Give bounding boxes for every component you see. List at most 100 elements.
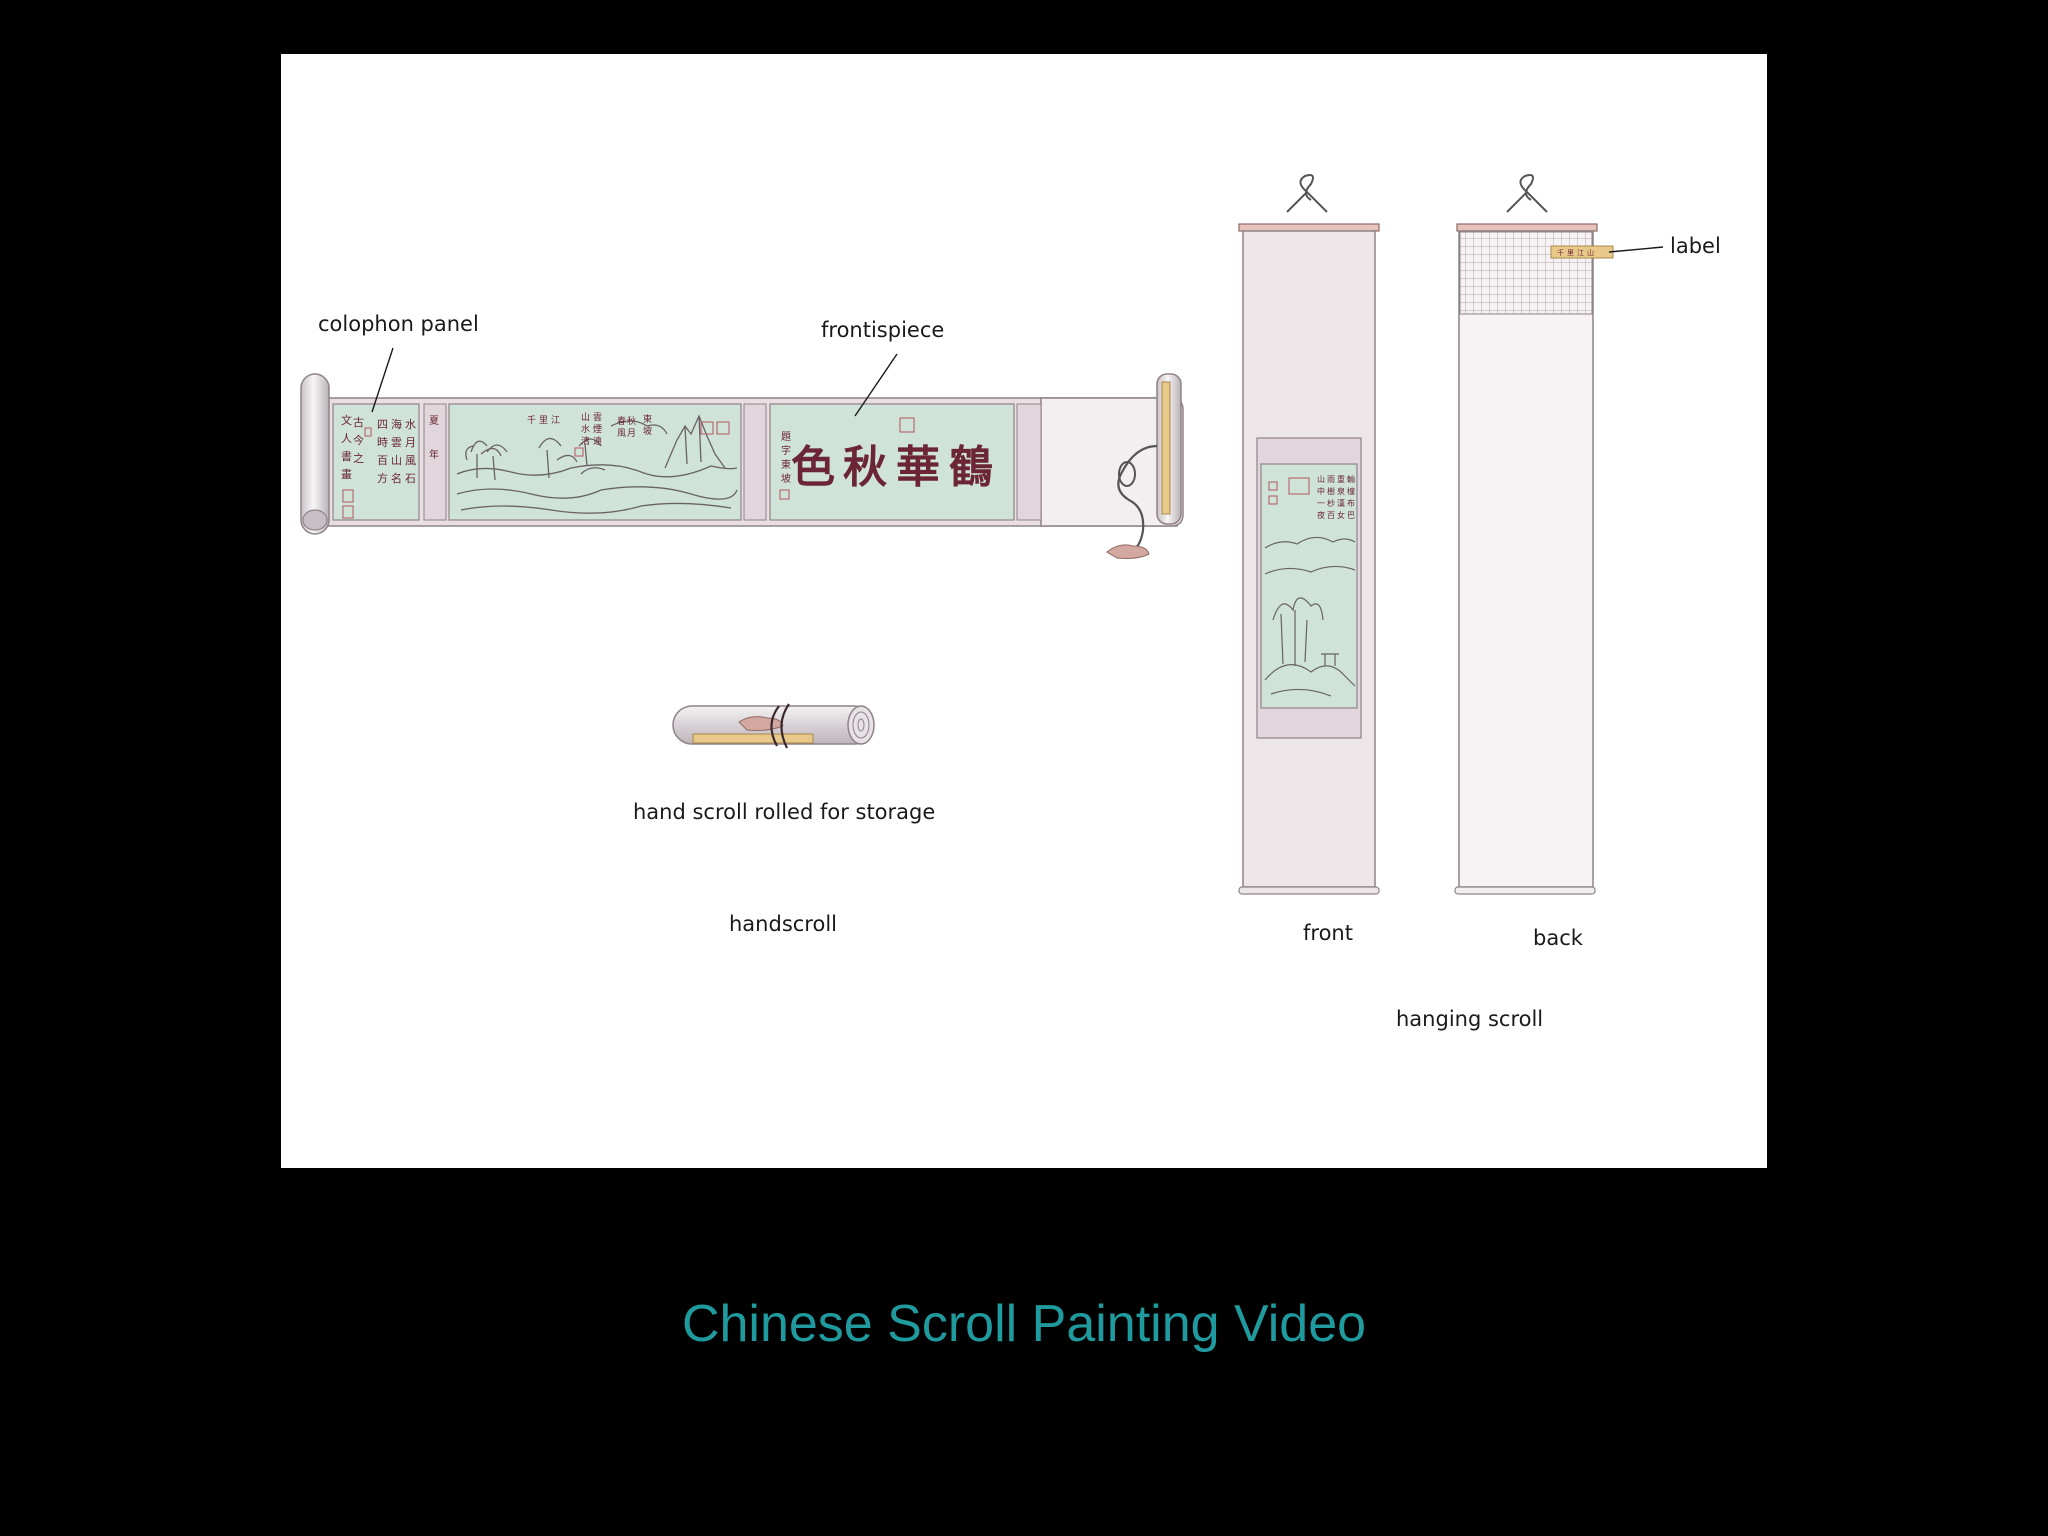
back-mount [1458, 230, 1594, 888]
frontispiece-panel [769, 403, 1015, 521]
svg-text:樹: 樹 [1327, 486, 1335, 496]
front-label: front [1303, 921, 1353, 945]
svg-text:東: 東 [781, 458, 791, 471]
svg-text:字: 字 [781, 444, 791, 457]
svg-text:女: 女 [1337, 510, 1345, 520]
svg-text:題: 題 [781, 431, 791, 443]
svg-text:坡: 坡 [643, 425, 652, 437]
svg-text:時: 時 [377, 436, 388, 449]
handscroll-landscape [456, 414, 738, 514]
handscroll-painting-panel [448, 403, 742, 521]
svg-text:名: 名 [391, 471, 402, 485]
svg-text:漢: 漢 [1337, 498, 1345, 508]
svg-text:方: 方 [377, 471, 388, 485]
svg-text:山: 山 [391, 454, 402, 467]
svg-text:文: 文 [341, 413, 352, 427]
colophon-panel-label: colophon panel [318, 312, 479, 336]
svg-text:石: 石 [405, 472, 416, 485]
front-top-rod [1238, 223, 1380, 232]
handscroll-inscription: 千里江 山水清 雲煙遠 春風秋月 東坡 [527, 412, 652, 447]
rolled-handscroll-label: hand scroll rolled for storage [633, 800, 936, 824]
front-painting-panel [1260, 463, 1358, 709]
svg-text:人: 人 [341, 432, 352, 445]
svg-text:年: 年 [429, 448, 439, 461]
frontispiece-char-1: 鶴 [949, 442, 993, 493]
svg-text:煙: 煙 [593, 424, 602, 435]
handscroll-cord [1117, 444, 1158, 553]
handscroll-label: handscroll [729, 912, 837, 936]
svg-text:雲: 雲 [593, 412, 602, 423]
svg-text:里: 里 [539, 415, 548, 426]
svg-text:江: 江 [1577, 249, 1584, 257]
svg-text:山: 山 [1587, 248, 1594, 257]
video-title: Chinese Scroll Painting Video [681, 1295, 1367, 1353]
handscroll-left-roller [300, 373, 330, 535]
frontispiece-char-4: 色 [791, 442, 835, 493]
svg-text:山: 山 [1317, 474, 1325, 484]
svg-text:千: 千 [1557, 248, 1564, 257]
back-hanging-cord [1519, 174, 1534, 201]
svg-text:清: 清 [581, 435, 590, 447]
svg-text:橦: 橦 [1347, 486, 1355, 496]
svg-text:雲: 雲 [391, 436, 402, 449]
frontispiece-char-2: 華 [896, 442, 940, 493]
colophon-panel [332, 403, 420, 521]
front-hanging-cord [1299, 174, 1314, 201]
svg-text:巴: 巴 [1347, 511, 1355, 520]
svg-text:坡: 坡 [781, 472, 791, 485]
svg-text:遠: 遠 [593, 435, 602, 447]
svg-text:夏: 夏 [429, 415, 439, 427]
svg-text:海: 海 [391, 417, 402, 431]
svg-text:月: 月 [627, 428, 636, 439]
svg-text:雨: 雨 [1327, 475, 1335, 484]
svg-text:山: 山 [581, 412, 590, 423]
svg-text:輸: 輸 [1347, 474, 1355, 484]
svg-text:千: 千 [527, 415, 536, 426]
svg-text:夜: 夜 [1317, 510, 1325, 520]
svg-text:東: 東 [643, 413, 652, 425]
svg-text:江: 江 [551, 415, 560, 426]
back-top-rod [1456, 223, 1598, 232]
hanging-scroll-back: 千里江山 [1454, 174, 1664, 895]
frontispiece-calligraphy: 鶴 華 秋 色 [791, 442, 993, 493]
svg-text:水: 水 [581, 423, 590, 435]
svg-text:秋: 秋 [627, 415, 636, 427]
svg-text:之: 之 [353, 451, 364, 465]
back-bottom-rod [1454, 886, 1596, 895]
svg-text:畫: 畫 [341, 467, 352, 481]
handscroll-title-slip [1161, 381, 1171, 515]
front-bottom-rod [1238, 886, 1380, 895]
svg-text:古: 古 [353, 416, 364, 429]
svg-text:一: 一 [1317, 499, 1325, 508]
svg-text:泉: 泉 [1337, 486, 1345, 496]
svg-text:杪: 杪 [1327, 498, 1335, 508]
frontispiece-seal [899, 417, 915, 433]
svg-text:重: 重 [1337, 474, 1345, 484]
svg-text:四: 四 [377, 418, 388, 431]
diagram-slide: 文人書畫 古今之 四時百方 海雲山名 水月風石 夏 年 [281, 54, 1767, 1168]
svg-text:今: 今 [353, 433, 364, 447]
back-label: back [1533, 926, 1583, 950]
label-label: label [1670, 234, 1721, 258]
back-grid-panel [1459, 231, 1593, 315]
front-landscape [1264, 536, 1356, 697]
rolled-handscroll-illustration [672, 703, 875, 749]
handscroll-toggle [1106, 544, 1150, 559]
colophon-leader-line [371, 347, 394, 413]
svg-text:布: 布 [1347, 498, 1355, 508]
svg-text:百: 百 [1327, 511, 1335, 520]
svg-text:中: 中 [1317, 486, 1325, 496]
svg-text:風: 風 [617, 428, 626, 439]
label-leader-line [1608, 246, 1664, 253]
svg-text:里: 里 [1567, 249, 1574, 257]
frontispiece-label: frontispiece [821, 318, 945, 342]
svg-text:百: 百 [377, 454, 388, 467]
frontispiece-leader-line [854, 353, 898, 417]
svg-text:月: 月 [405, 436, 416, 449]
svg-text:水: 水 [405, 418, 416, 431]
svg-text:風: 風 [405, 454, 416, 467]
